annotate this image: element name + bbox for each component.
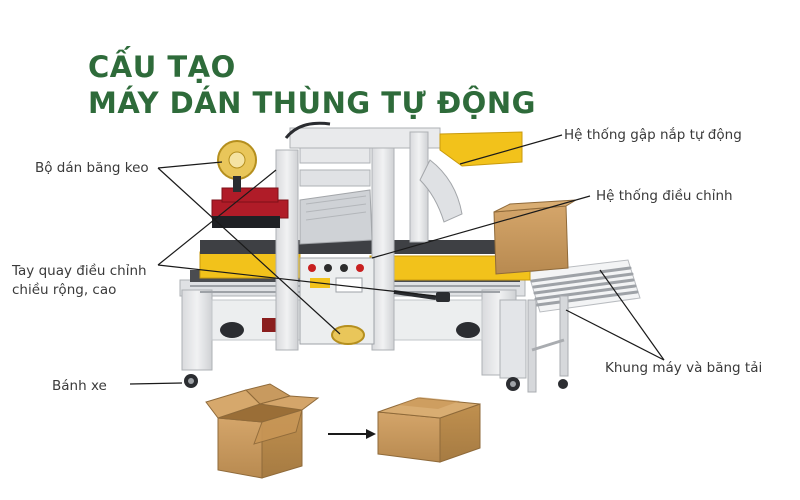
right-arrow-icon (328, 429, 376, 439)
diagram-title-line2: MÁY DÁN THÙNG TỰ ĐỘNG (88, 86, 536, 120)
open-carton (205, 383, 320, 479)
roller-conveyor (527, 259, 641, 393)
label-adjustment: Hệ thống điều chỉnh (596, 188, 733, 204)
tape-unit (211, 140, 289, 228)
cardboard-box-on-conveyor (493, 199, 577, 275)
sealed-carton (377, 397, 481, 463)
caster-wheels (184, 374, 568, 391)
label-wheel: Bánh xe (52, 378, 107, 394)
crank-handle (393, 290, 450, 302)
diagram-title-line1: CẤU TẠO (88, 50, 236, 84)
label-tape-unit: Bộ dán băng keo (35, 160, 149, 176)
label-crank-line2: chiều rộng, cao (12, 282, 117, 298)
label-flap-folding: Hệ thống gập nắp tự động (564, 127, 742, 143)
bottom-tape-roll (331, 325, 365, 345)
label-crank-line1: Tay quay điều chỉnh (12, 263, 147, 279)
flap-folding-arm (419, 131, 523, 223)
leader-lines (129, 134, 665, 385)
label-frame-conveyor: Khung máy và băng tải (605, 360, 763, 376)
